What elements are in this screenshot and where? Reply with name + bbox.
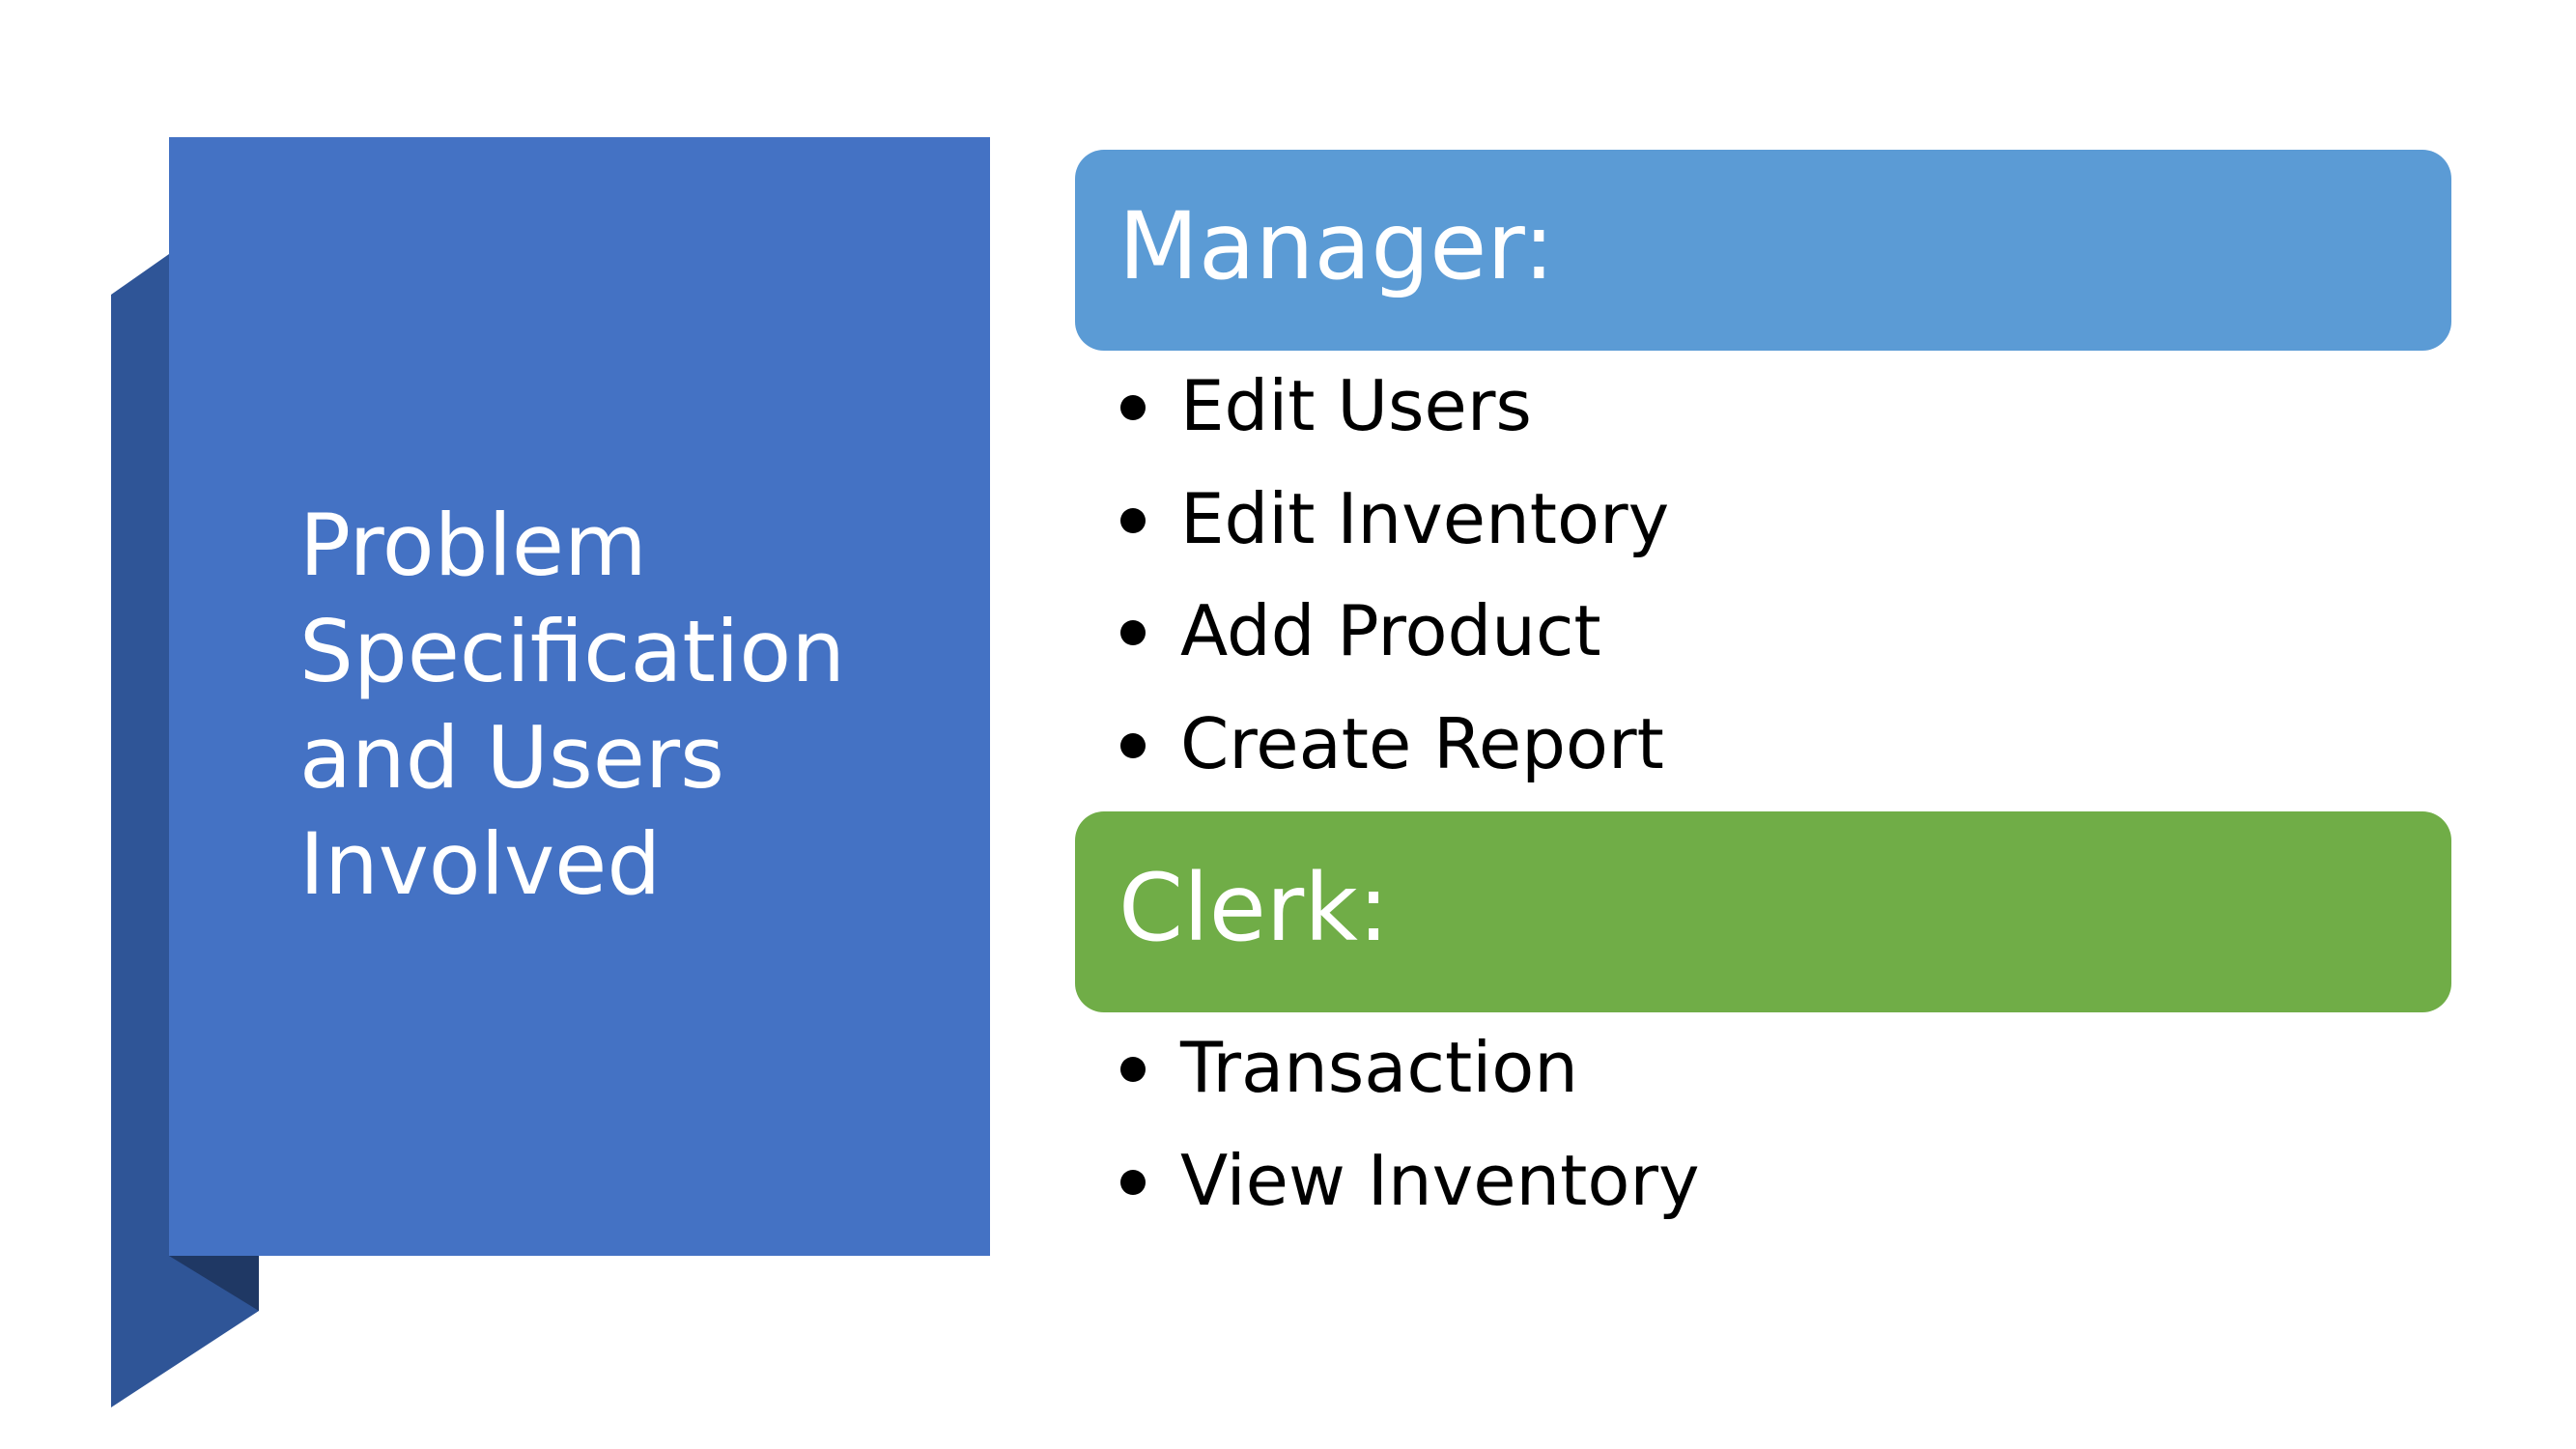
list-item: Edit Users [1120,350,1669,463]
bullet-icon [1120,1169,1146,1195]
manager-header-label: Manager: [1118,192,1555,300]
list-item: Transaction [1120,1011,1700,1124]
list-item-label: View Inventory [1180,1139,1700,1221]
clerk-header: Clerk: [1075,811,2451,1012]
clerk-items-list: Transaction View Inventory [1120,1011,1700,1236]
list-item-label: Edit Inventory [1180,477,1670,559]
bullet-icon [1120,620,1146,646]
list-item: Add Product [1120,575,1669,688]
bullet-icon [1120,1057,1146,1083]
banner-front-panel [169,137,990,1256]
manager-header: Manager: [1075,150,2451,351]
list-item: View Inventory [1120,1124,1700,1237]
bullet-icon [1120,732,1146,758]
list-item-label: Create Report [1180,702,1664,784]
slide-title: Problem Specification and Users Involved [299,496,845,914]
list-item: Create Report [1120,688,1669,801]
bullet-icon [1120,395,1146,421]
list-item-label: Add Product [1180,590,1601,671]
list-item: Edit Inventory [1120,463,1669,576]
list-item-label: Edit Users [1180,365,1532,446]
banner-fold [169,1256,259,1311]
list-item-label: Transaction [1180,1027,1578,1108]
manager-items-list: Edit Users Edit Inventory Add Product Cr… [1120,350,1669,800]
clerk-header-label: Clerk: [1118,854,1390,962]
bullet-icon [1120,507,1146,533]
